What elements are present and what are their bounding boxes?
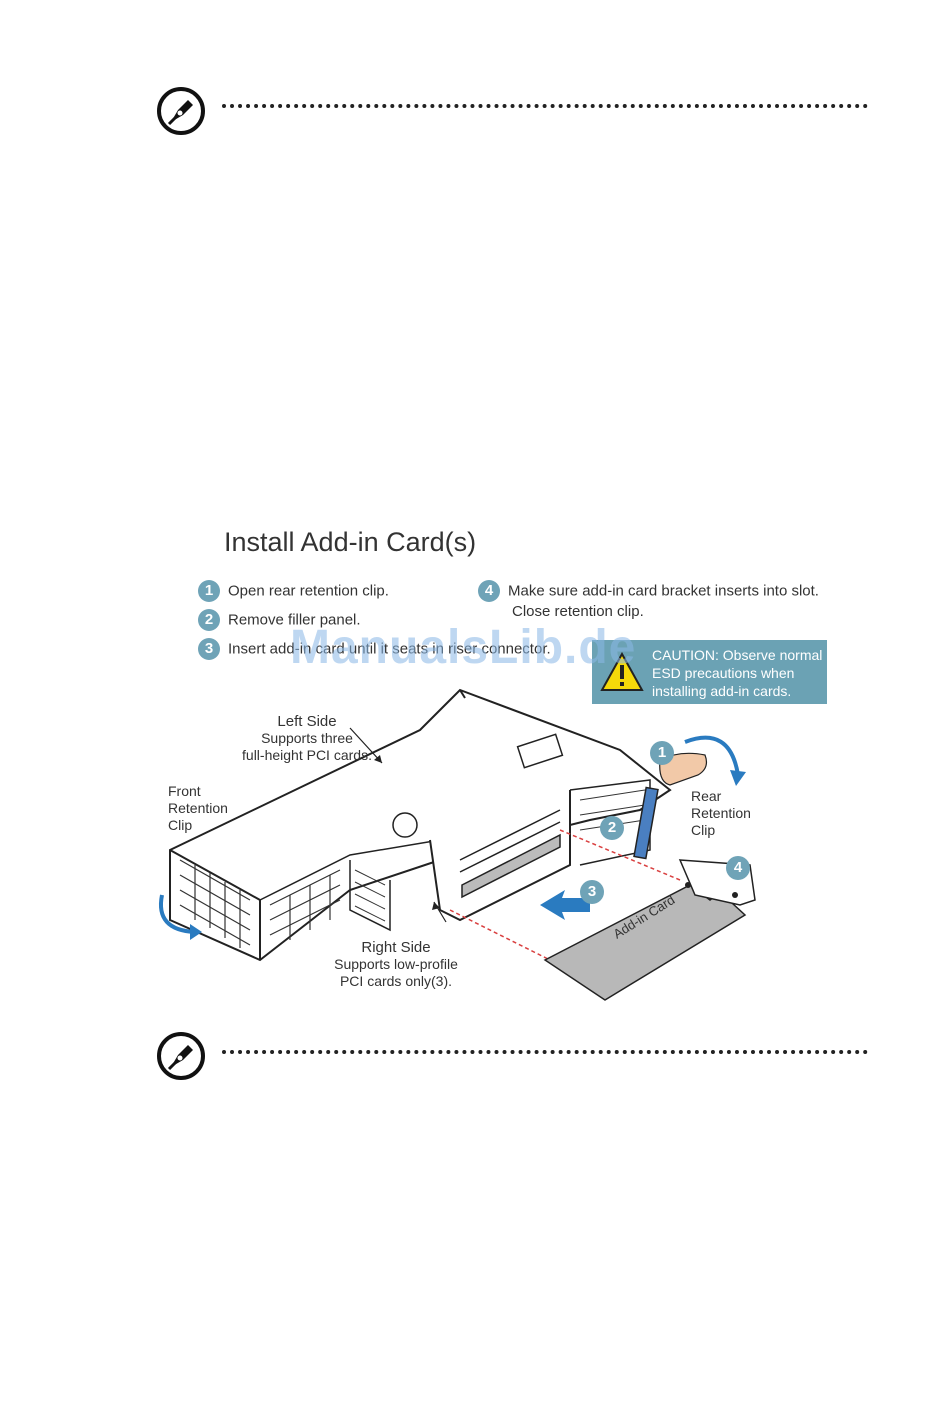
right-vent-grid <box>354 869 386 922</box>
callout-3: 3 <box>580 880 604 904</box>
label-right-side: Right Side Supports low-profile PCI card… <box>334 939 458 989</box>
label-front-clip: Front Retention Clip <box>168 783 228 833</box>
note-icon <box>157 87 205 135</box>
rear-clip <box>633 786 659 860</box>
riser-assembly-illustration <box>159 688 756 1001</box>
note-icon <box>157 1032 205 1080</box>
label-rear-clip: Rear Retention Clip <box>691 788 751 838</box>
caution-box: CAUTION: Observe normal ESD precautions … <box>592 640 827 704</box>
finger-illustration <box>659 752 708 786</box>
warning-icon <box>600 652 644 691</box>
insert-arrow <box>540 890 590 920</box>
label-left-side: Left Side Supports three full-height PCI… <box>242 713 372 763</box>
callout-4: 4 <box>726 856 750 880</box>
note-divider <box>222 104 868 108</box>
figure-title: Install Add-in Card(s) <box>224 527 477 557</box>
callout-2: 2 <box>600 816 624 840</box>
caution-text: CAUTION: Observe normal ESD precautions … <box>652 647 823 699</box>
watermark: ManualsLib.de <box>290 621 637 674</box>
callout-1: 1 <box>650 741 674 765</box>
step-4-line2: Close retention clip. <box>512 603 644 620</box>
front-vent-grid <box>179 859 341 948</box>
note-divider <box>222 1050 868 1054</box>
